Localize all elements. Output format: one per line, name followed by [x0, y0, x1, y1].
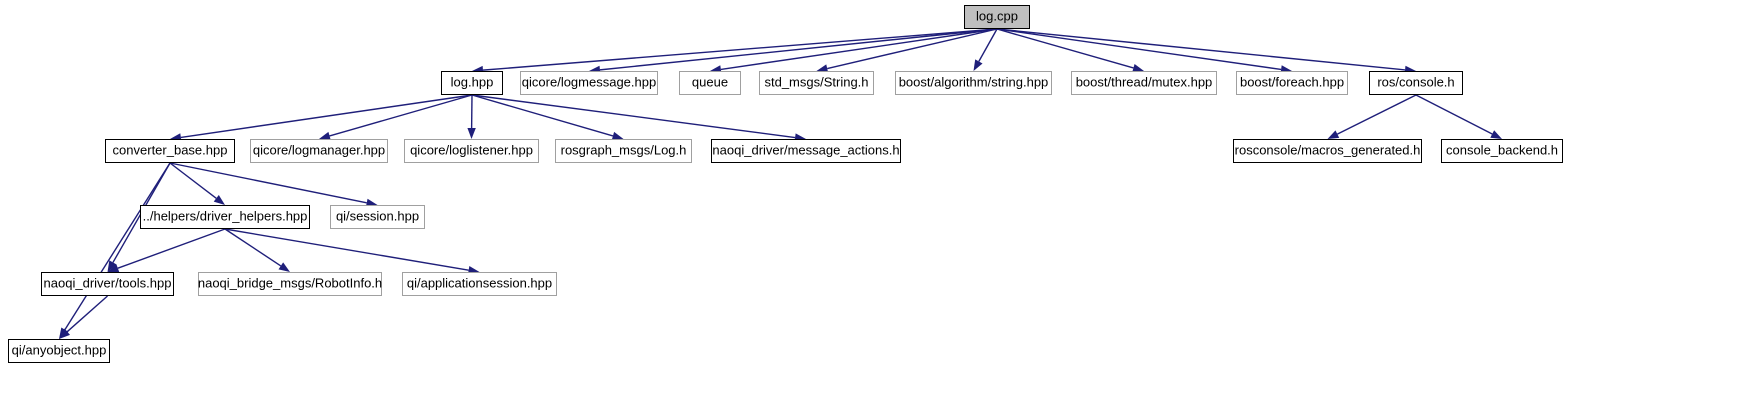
- graph-node-label: boost/foreach.hpp: [1239, 74, 1345, 90]
- graph-node-label: log.hpp: [450, 74, 494, 90]
- graph-node-converter_base[interactable]: converter_base.hpp: [105, 139, 235, 163]
- graph-edge-arrowhead: [107, 264, 120, 273]
- graph-edge-arrowhead: [973, 59, 983, 71]
- graph-edge: [224, 228, 282, 267]
- graph-edge-arrowhead: [1327, 130, 1340, 139]
- graph-node-driver_helpers[interactable]: ../helpers/driver_helpers.hpp: [140, 205, 310, 229]
- graph-edge: [117, 228, 226, 269]
- graph-edge: [1337, 94, 1417, 135]
- graph-node-label: log.cpp: [976, 8, 1018, 24]
- graph-edge: [169, 162, 367, 204]
- graph-edge: [599, 28, 998, 71]
- graph-node-qicore_logmessage[interactable]: qicore/logmessage.hpp: [520, 71, 658, 95]
- graph-node-robot_info[interactable]: naoqi_bridge_msgs/RobotInfo.h: [198, 272, 382, 296]
- graph-node-log_hpp[interactable]: log.hpp: [441, 71, 503, 95]
- graph-node-rosconsole_macros[interactable]: rosconsole/macros_generated.h: [1233, 139, 1422, 163]
- graph-edge-arrowhead: [213, 194, 225, 205]
- graph-node-naoqi_driver_tools[interactable]: naoqi_driver/tools.hpp: [41, 272, 174, 296]
- graph-node-label: std_msgs/String.h: [764, 74, 869, 90]
- graph-node-label: ../helpers/driver_helpers.hpp: [142, 208, 308, 224]
- graph-node-log_cpp[interactable]: log.cpp: [964, 5, 1030, 29]
- graph-edge-arrowhead: [107, 260, 117, 272]
- graph-node-qicore_logmanager[interactable]: qicore/logmanager.hpp: [250, 139, 388, 163]
- graph-node-label: qicore/logmessage.hpp: [521, 74, 657, 90]
- graph-node-label: converter_base.hpp: [112, 142, 228, 158]
- graph-node-boost_algorithm_string[interactable]: boost/algorithm/string.hpp: [895, 71, 1052, 95]
- graph-node-label: boost/algorithm/string.hpp: [898, 74, 1049, 90]
- graph-edge-arrowhead: [278, 262, 290, 272]
- graph-edge: [64, 162, 171, 331]
- graph-edge: [720, 28, 998, 71]
- graph-node-label: console_backend.h: [1445, 142, 1559, 158]
- graph-node-label: boost/thread/mutex.hpp: [1075, 74, 1213, 90]
- graph-edge-arrowhead: [59, 328, 71, 339]
- graph-edge: [471, 94, 614, 137]
- graph-node-label: ros/console.h: [1377, 74, 1455, 90]
- graph-edge: [224, 228, 469, 271]
- graph-node-qi_anyobject[interactable]: qi/anyobject.hpp: [8, 339, 110, 363]
- graph-node-label: qi/anyobject.hpp: [11, 342, 107, 358]
- graph-edge: [996, 28, 1134, 69]
- graph-edge: [978, 28, 998, 62]
- graph-node-rosgraph_msgs_log[interactable]: rosgraph_msgs/Log.h: [555, 139, 692, 163]
- graph-edge: [996, 28, 1406, 71]
- graph-node-label: qi/applicationsession.hpp: [406, 275, 553, 291]
- graph-node-console_backend[interactable]: console_backend.h: [1441, 139, 1563, 163]
- graph-node-label: rosconsole/macros_generated.h: [1234, 142, 1421, 158]
- graph-edge: [66, 295, 108, 333]
- graph-node-label: queue: [691, 74, 729, 90]
- graph-edge-arrowhead: [1490, 130, 1502, 139]
- graph-node-label: naoqi_bridge_msgs/RobotInfo.h: [197, 275, 383, 291]
- graph-edge: [180, 94, 473, 139]
- graph-node-qi_session[interactable]: qi/session.hpp: [330, 205, 425, 229]
- graph-edge: [1415, 94, 1493, 135]
- graph-edge-arrowhead: [59, 327, 69, 339]
- graph-node-ros_console[interactable]: ros/console.h: [1369, 71, 1463, 95]
- graph-node-naoqi_message_actions[interactable]: naoqi_driver/message_actions.h: [711, 139, 901, 163]
- graph-edge-arrowhead: [467, 127, 476, 139]
- graph-node-label: qicore/loglistener.hpp: [410, 142, 533, 158]
- graph-edge: [482, 28, 998, 71]
- graph-node-boost_foreach[interactable]: boost/foreach.hpp: [1236, 71, 1348, 95]
- graph-edge: [996, 28, 1282, 71]
- graph-node-label: qi/session.hpp: [335, 208, 420, 224]
- graph-node-label: rosgraph_msgs/Log.h: [560, 142, 687, 158]
- graph-edge: [329, 94, 473, 137]
- graph-edge: [827, 28, 998, 70]
- graph-node-queue[interactable]: queue: [679, 71, 741, 95]
- graph-node-label: qicore/logmanager.hpp: [252, 142, 386, 158]
- graph-edge: [471, 94, 796, 139]
- graph-node-label: naoqi_driver/message_actions.h: [712, 142, 900, 158]
- graph-node-std_msgs_string[interactable]: std_msgs/String.h: [759, 71, 874, 95]
- graph-node-qicore_loglistener[interactable]: qicore/loglistener.hpp: [404, 139, 539, 163]
- graph-edge: [169, 162, 217, 199]
- graph-node-boost_thread_mutex[interactable]: boost/thread/mutex.hpp: [1071, 71, 1217, 95]
- graph-node-label: naoqi_driver/tools.hpp: [43, 275, 172, 291]
- graph-node-qi_applicationsession[interactable]: qi/applicationsession.hpp: [402, 272, 557, 296]
